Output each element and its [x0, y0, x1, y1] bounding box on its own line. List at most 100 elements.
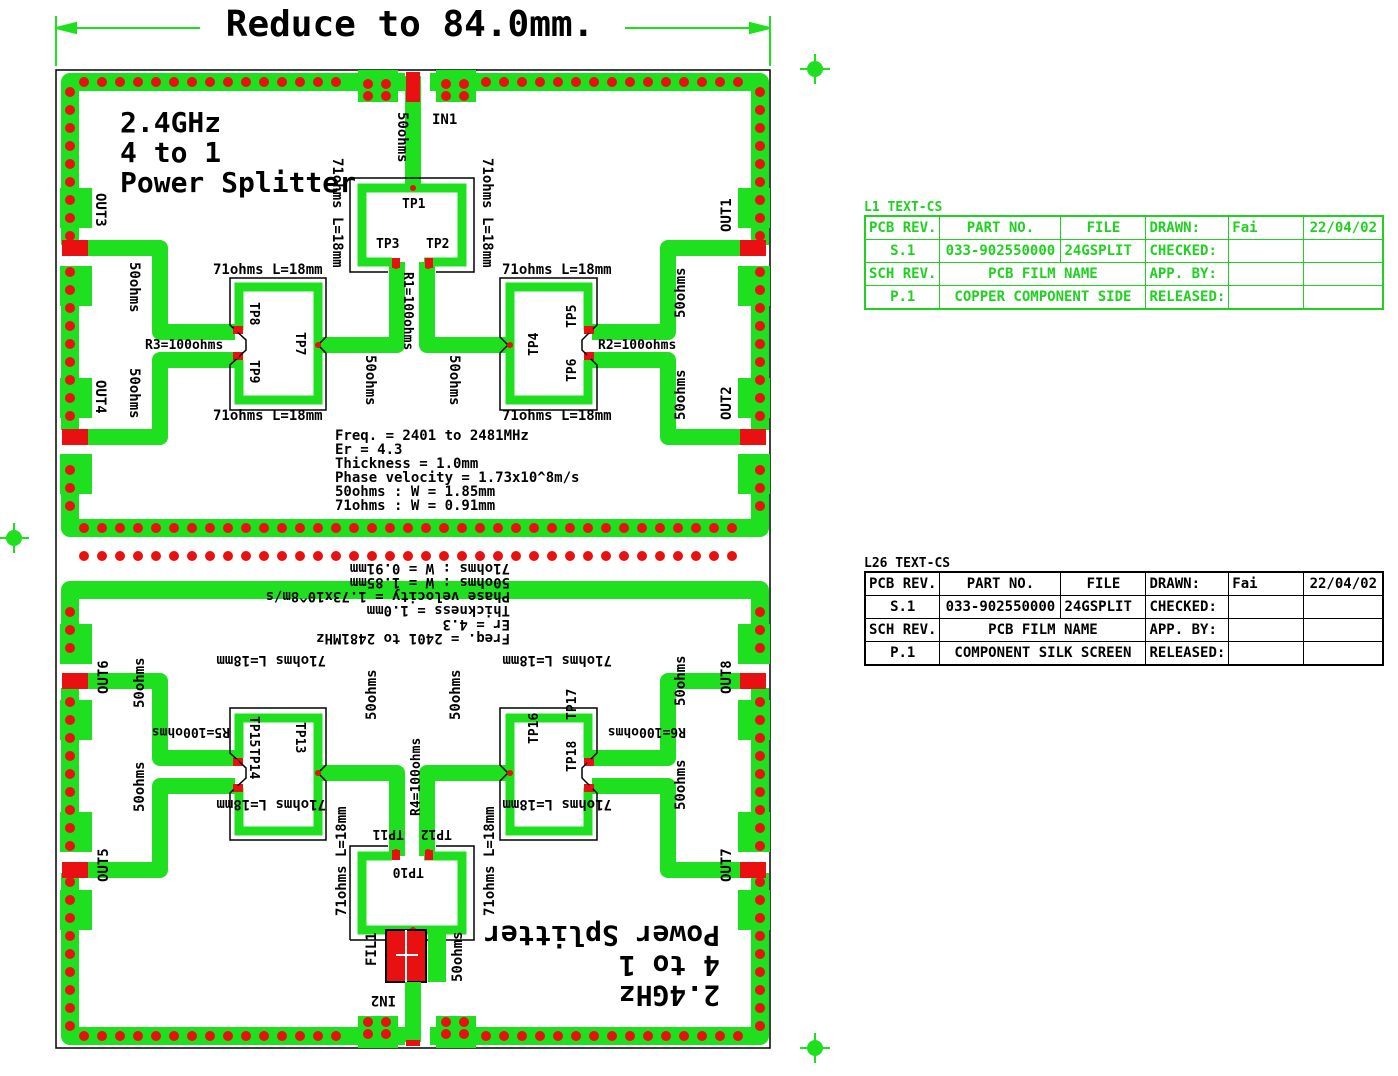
via-dot: [223, 523, 233, 533]
via-dot: [79, 77, 89, 87]
via-dot: [755, 607, 765, 617]
via-dot: [637, 551, 647, 561]
via-dot: [65, 213, 75, 223]
via-dot: [679, 77, 689, 87]
tb-cell: DRAWN:: [1145, 571, 1230, 596]
via-dot: [637, 523, 647, 533]
via-dot: [363, 1017, 373, 1027]
via-dot: [313, 77, 323, 87]
title-block-table: PCB REV. PART NO. FILE DRAWN: Fai 22/04/…: [864, 215, 1385, 310]
via-dot: [733, 77, 743, 87]
via-dot: [643, 77, 653, 87]
via-dot: [697, 77, 707, 87]
via-dot: [755, 393, 765, 403]
via-dot: [755, 625, 765, 635]
via-dot: [655, 523, 665, 533]
via-dot: [403, 551, 413, 561]
via-dot: [481, 1031, 491, 1041]
via-dot: [643, 1031, 653, 1041]
via-dot: [65, 985, 75, 995]
tp14-label: TP14: [246, 748, 261, 779]
via-dot: [331, 77, 341, 87]
tp1-label: TP1: [402, 197, 426, 212]
via-dot: [381, 1017, 391, 1027]
via-dot: [661, 1031, 671, 1041]
via-dot: [65, 177, 75, 187]
tb-cell: RELEASED:: [1145, 641, 1230, 666]
spec-line: 71ohms : W = 0.91mm: [335, 498, 495, 514]
label-71ohms-len: 71ohms L=18mm: [216, 796, 326, 812]
top-heading-line2: 4 to 1: [120, 136, 221, 169]
via-dot: [755, 501, 765, 511]
tb-cell: PART NO.: [939, 215, 1062, 240]
tb-cell: Fai: [1228, 571, 1305, 596]
port-out8: OUT8: [719, 660, 735, 694]
via-dot: [755, 1021, 765, 1031]
via-dot: [205, 551, 215, 561]
via-dot: [589, 77, 599, 87]
spec-line: Phase velocity = 1.73x10^8m/s: [266, 588, 510, 604]
port-out4: OUT4: [92, 380, 108, 414]
via-dot: [439, 523, 449, 533]
tb-cell: 24GSPLIT: [1060, 595, 1147, 619]
tp13-label: TP13: [292, 722, 307, 753]
via-dot: [65, 877, 75, 887]
label-50ohms: 50ohms: [448, 669, 464, 720]
label-50ohms: 50ohms: [673, 759, 689, 810]
via-dot: [511, 523, 521, 533]
via-dot: [65, 231, 75, 241]
tb-cell: 033-902550000: [939, 595, 1062, 619]
tb-cell: P.1: [864, 641, 941, 666]
via-dot: [459, 79, 469, 89]
via-dot: [381, 1029, 391, 1039]
via-dot: [565, 523, 575, 533]
via-dot: [65, 841, 75, 851]
via-dot: [691, 551, 701, 561]
filter-label: FIL1: [364, 932, 380, 966]
filter-fil1: [385, 929, 446, 1040]
via-dot: [79, 1031, 89, 1041]
tb-cell: S.1: [864, 239, 941, 263]
via-dot: [313, 523, 323, 533]
via-dot: [133, 77, 143, 87]
via-dot: [65, 823, 75, 833]
via-dot: [755, 967, 765, 977]
via-dot: [691, 523, 701, 533]
via-dot: [727, 523, 737, 533]
tp17-label: TP17: [565, 689, 580, 720]
tp2-label: TP2: [426, 237, 449, 252]
tb-cell: PCB FILM NAME: [939, 618, 1147, 642]
via-dot: [65, 159, 75, 169]
label-50ohms: 50ohms: [126, 368, 142, 419]
via-dot: [65, 123, 75, 133]
via-dot: [755, 321, 765, 331]
tb-cell: [1228, 262, 1305, 286]
via-dot: [755, 123, 765, 133]
via-dot: [733, 1031, 743, 1041]
via-dot: [619, 551, 629, 561]
label-71ohms-len: 71ohms L=18mm: [213, 262, 323, 278]
tb-cell: [1303, 239, 1384, 263]
via-dot: [755, 823, 765, 833]
via-dot: [381, 79, 391, 89]
via-dot: [601, 551, 611, 561]
tp11-label: TP11: [373, 826, 404, 841]
label-71ohms-len: 71ohms L=18mm: [502, 796, 612, 812]
via-dot: [459, 1029, 469, 1039]
via-dot: [65, 805, 75, 815]
via-dot: [331, 523, 341, 533]
via-dot: [493, 523, 503, 533]
tb-cell: PCB REV.: [864, 215, 941, 240]
via-dot: [673, 523, 683, 533]
via-dot: [755, 1003, 765, 1013]
r5-label: R5=100ohms: [152, 724, 230, 739]
tb-cell: S.1: [864, 595, 941, 619]
bottom-heading-line3: Power Splitter: [484, 919, 720, 952]
via-dot: [241, 77, 251, 87]
dimension-arrow: [55, 16, 771, 66]
label-50ohms: 50ohms: [132, 657, 148, 708]
via-dot: [571, 1031, 581, 1041]
via-dot: [661, 77, 671, 87]
via-dot: [607, 77, 617, 87]
via-dot: [295, 523, 305, 533]
